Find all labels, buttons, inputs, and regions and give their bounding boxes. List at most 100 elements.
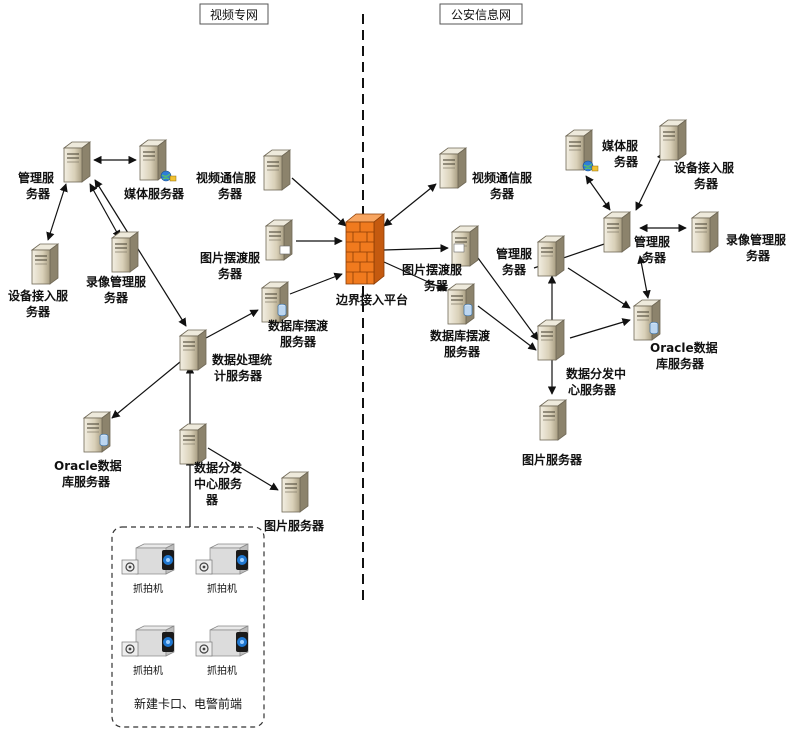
edge-videocomm-firewall [291,177,347,227]
right-dbferry-label-1: 数据库摆渡 [430,328,491,343]
left-record-mgmt-server: 录像管理服 务器 [86,231,147,305]
database-icon [463,303,473,317]
edge-dbferry-firewall [289,272,343,295]
right-media-label-2: 务器 [614,154,639,169]
left-image-server: 图片服务器 [264,471,325,533]
server-tower-icon [659,119,687,161]
right-oracle-label-1: Oracle数据 [650,340,718,355]
right-dbferry-label-2: 服务器 [444,344,481,359]
edge-firewall-videocomm [383,183,437,227]
edge-mgmt-device [46,183,68,241]
right-dist-label-1: 数据分发中 [566,366,626,381]
database-icon [99,433,109,447]
camera-4: 抓拍机 [195,625,249,677]
database-server-icon [83,411,111,453]
camera-3-label: 抓拍机 [133,664,163,677]
firewall-brick-icon [344,213,386,285]
left-dbferry-label-1: 数据库摆渡 [268,318,329,333]
server-tower-icon [691,211,719,253]
right-image-ferry-server: 图片摆渡服 务器 [402,225,479,293]
camera-icon [195,625,249,657]
right-video-comm-server: 视频通信服 务器 [439,147,533,201]
right-zone-title: 公安信息网 [451,7,511,22]
server-tower-icon [31,243,59,285]
edge-mgmt-record [89,183,121,239]
right-zone-box [439,3,523,25]
edge-device-mgmttop [635,151,665,211]
server-tower-icon [439,147,467,189]
left-record-label-1: 录像管理服 [86,274,147,289]
right-image-label: 图片服务器 [522,452,583,467]
left-image-label: 图片服务器 [264,518,325,533]
right-dist-label-2: 心服务器 [568,382,617,397]
left-media-label: 媒体服务器 [124,186,185,201]
right-device-label-1: 设备接入服 [674,160,735,175]
server-tower-icon [539,399,567,441]
globe-icon [160,170,177,182]
camera-1-label: 抓拍机 [133,582,163,595]
right-mgmtmid-label-1: 管理服 [496,246,533,261]
left-dist-label-1: 数据分发 [194,460,243,475]
left-dataproc-label-1: 数据处理统 [212,352,272,367]
camera-4-label: 抓拍机 [207,664,237,677]
server-tower-icon [111,231,139,273]
left-dbferry-label-2: 服务器 [280,334,317,349]
edge-media-mgmttop [585,175,611,211]
left-data-dist-server: 数据分发 中心服务 器 [179,423,243,507]
camera-1: 抓拍机 [121,543,175,595]
right-device-label-2: 务器 [694,176,719,191]
camera-icon [121,625,175,657]
edge-firewall-imgferry [383,244,449,253]
left-device-label-2: 务器 [26,304,51,319]
server-tower-icon [63,141,91,183]
edge-mgmttop-oracle [637,255,651,299]
edge-firewall-dbferry [383,261,447,291]
server-tower-icon [179,423,207,465]
database-server-icon [261,281,289,323]
server-tower-icon [179,329,207,371]
right-mgmttop-label-1: 管理服 [634,234,671,249]
database-icon [649,321,659,335]
left-media-server: 媒体服务器 [124,139,185,201]
right-data-dist-server: 数据分发中 心服务器 [537,319,626,397]
server-tower-icon [263,149,291,191]
left-oracle-label-1: Oracle数据 [54,458,122,473]
left-data-proc-server: 数据处理统 计服务器 [179,329,272,383]
left-mgmt-label-1: 管理服 [18,170,55,185]
globe-icon [582,160,599,172]
left-oracle-label-2: 库服务器 [62,474,111,489]
database-server-icon [447,283,475,325]
left-zone-box [199,3,269,25]
left-image-ferry-server: 图片摆渡服 务器 [200,219,293,281]
edge-dist-oracle [569,318,631,339]
database-server-icon [633,299,661,341]
left-imgferry-label-2: 务器 [218,266,243,281]
camera-2-label: 抓拍机 [207,582,237,595]
right-oracle-label-2: 库服务器 [656,356,705,371]
right-mgmt-mid-server: 管理服 务器 [496,235,565,277]
connection-lines [46,151,687,527]
right-videocomm-label-1: 视频通信服 [472,170,533,185]
right-mgmttop-label-2: 务器 [642,250,667,265]
edge-dataproc-oracle [111,361,181,419]
front-end-box [111,526,265,728]
camera-2: 抓拍机 [195,543,249,595]
server-tower-icon [603,211,631,253]
left-videocomm-label-1: 视频通信服 [196,170,257,185]
left-zone-title: 视频专网 [210,7,258,22]
left-videocomm-label-2: 务器 [218,186,243,201]
server-tower-icon [537,235,565,277]
right-image-server: 图片服务器 [522,399,583,467]
left-dist-label-3: 器 [205,493,219,507]
left-mgmt-server: 管理服 务器 [18,141,91,201]
edge-dist-image [207,447,279,491]
right-imgferry-label-1: 图片摆渡服 [402,262,463,277]
right-mgmtmid-label-2: 务器 [502,262,527,277]
right-media-label-1: 媒体服 [602,138,639,153]
right-mgmt-top-server: 管理服 务器 [603,211,671,265]
left-oracle-server: Oracle数据 库服务器 [54,411,122,489]
server-tower-icon [281,471,309,513]
left-dist-label-2: 中心服务 [194,476,243,491]
right-imgferry-label-2: 务器 [424,278,449,293]
